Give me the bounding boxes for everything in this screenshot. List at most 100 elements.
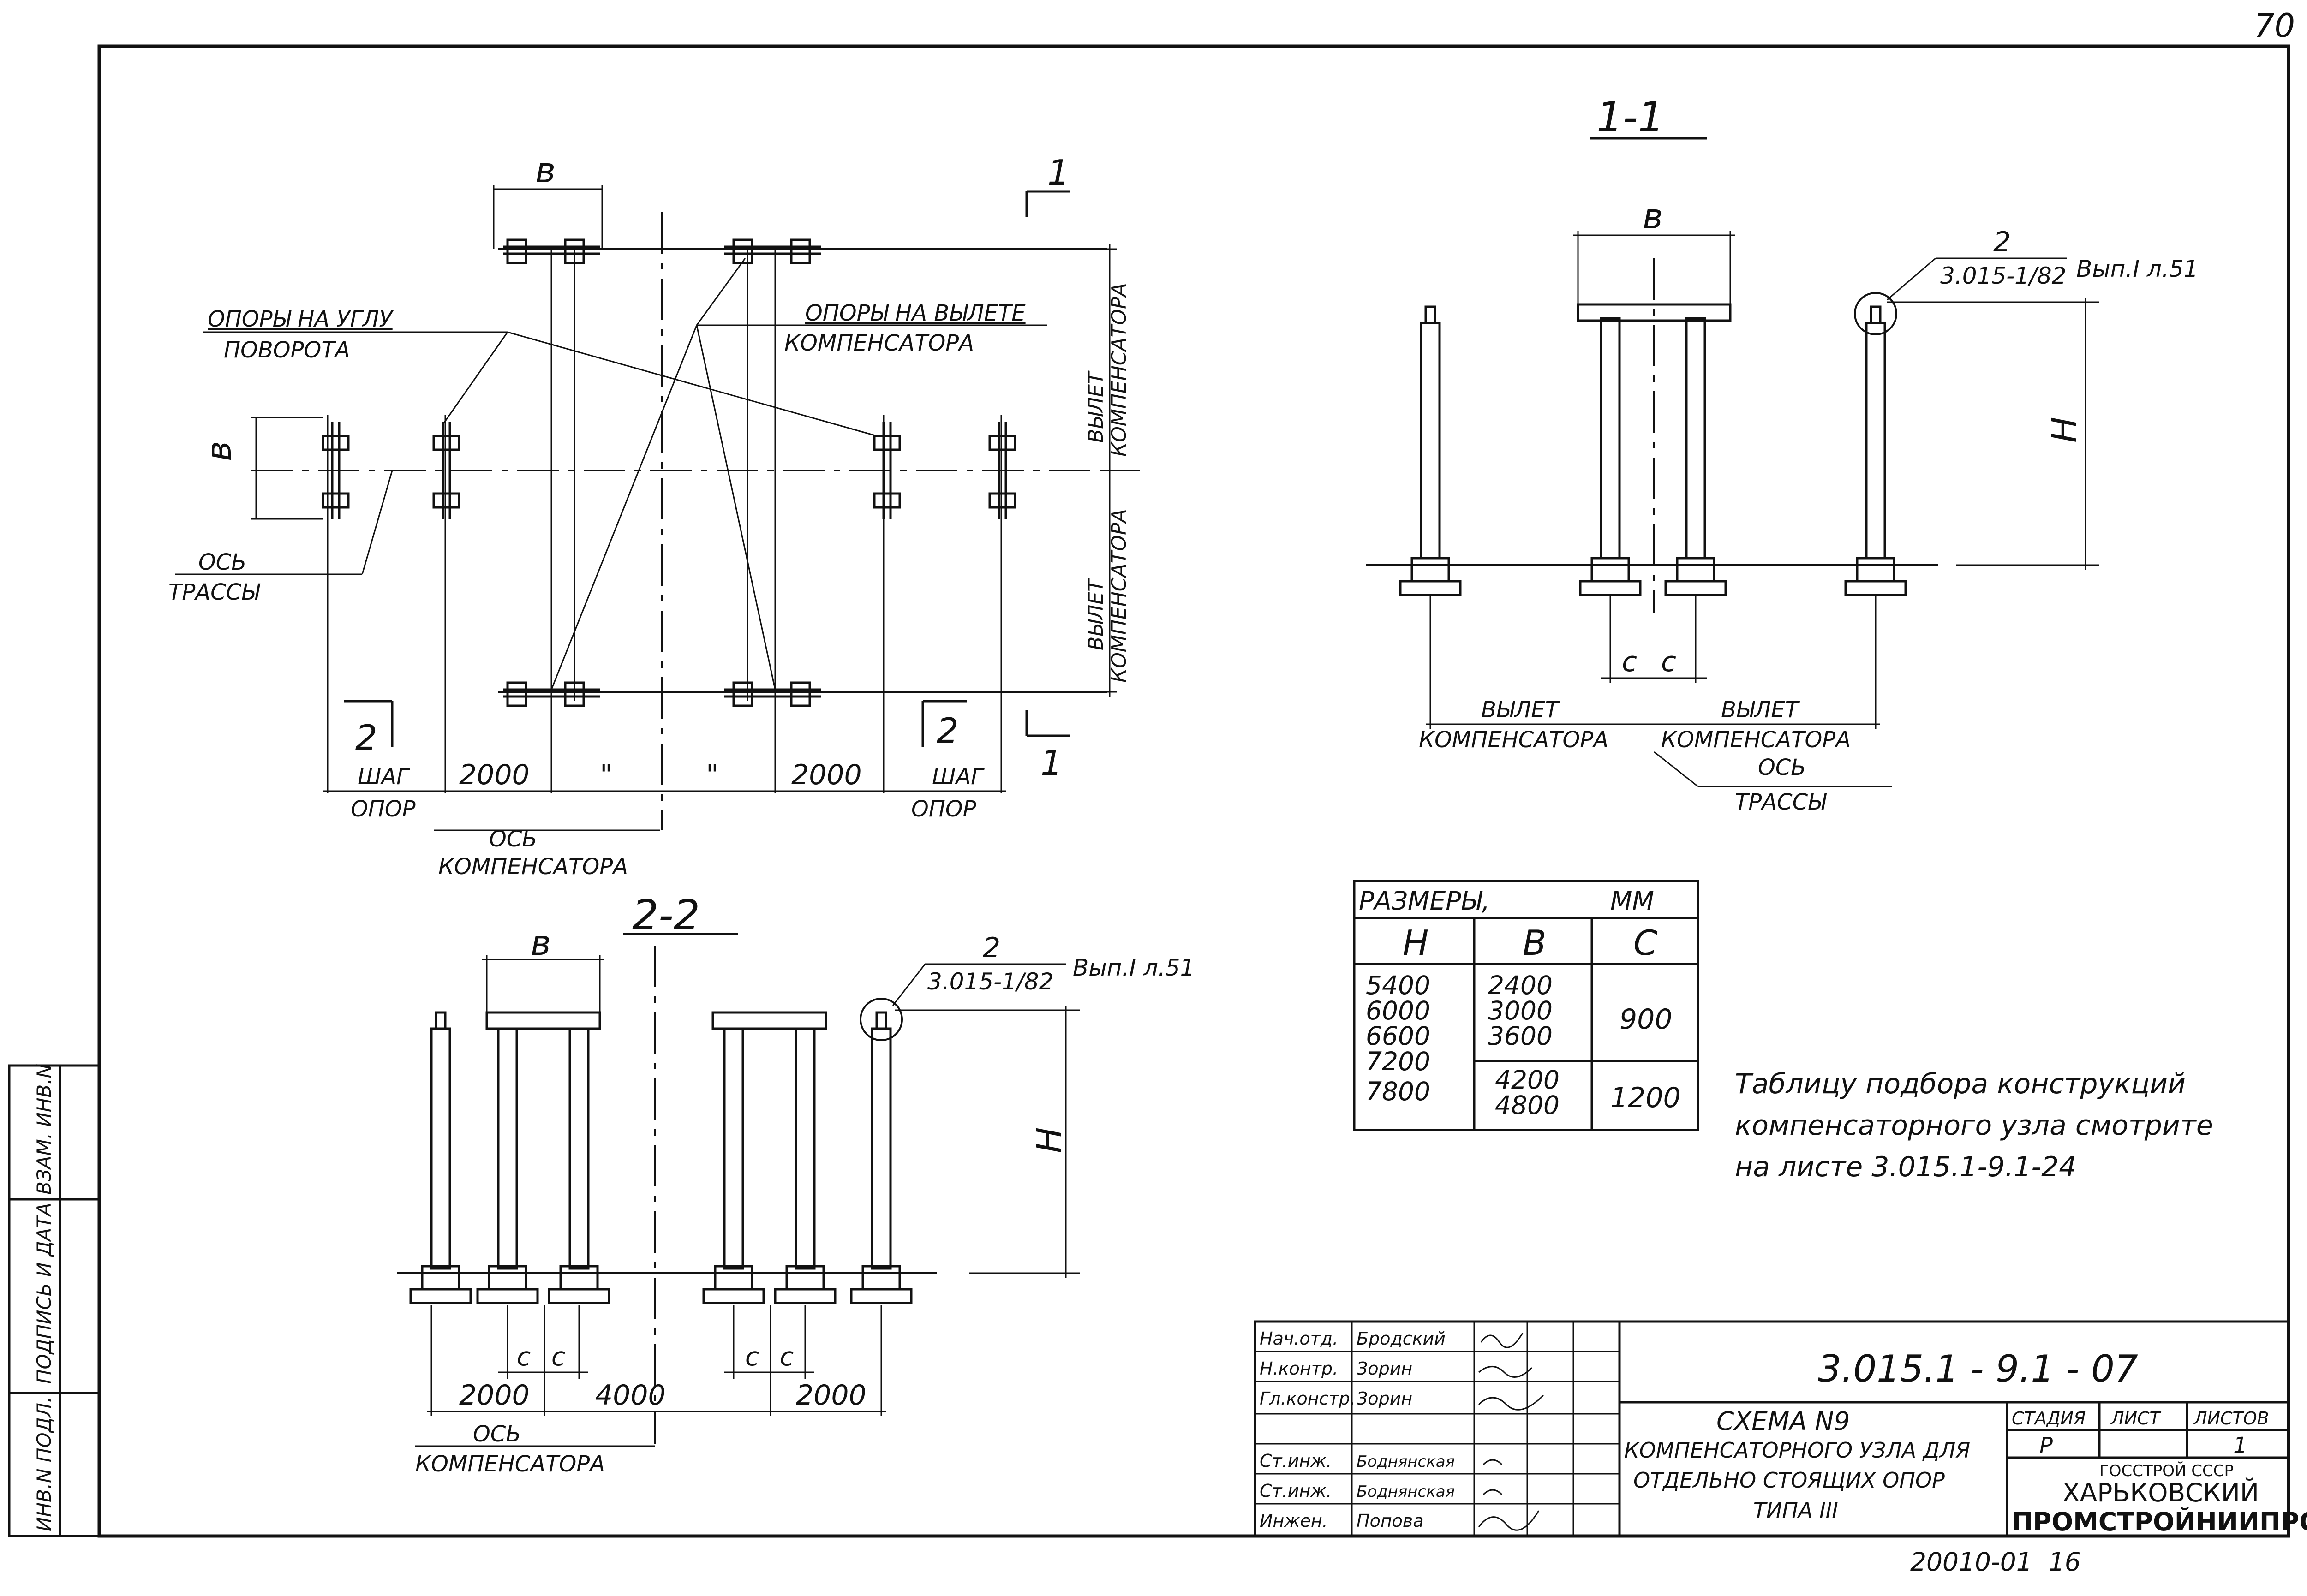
dim-2000-left: 2000	[459, 759, 530, 791]
support-pair-bottom-right	[724, 681, 821, 707]
s22-comp-axis-2: КОМПЕНСАТОРА	[415, 1451, 605, 1477]
size-table-b-4: 4200	[1495, 1065, 1560, 1095]
s11-callout-ext: Вып.I л.51	[2076, 256, 2198, 282]
note-line-2: компенсаторного узла смотрите	[1735, 1109, 2213, 1142]
note-line-1: Таблицу подбора конструкций	[1735, 1068, 2186, 1100]
title-block: Нач.отд. Бродский Н.контр. Зорин Гл.конс…	[1254, 1320, 2307, 1537]
size-table-b-3: 3600	[1488, 1021, 1553, 1051]
s22-dim-c-r1: c	[745, 1342, 759, 1371]
note-line-3: на листе 3.015.1-9.1-24	[1735, 1151, 2076, 1183]
tb-stage: Р	[2039, 1433, 2053, 1459]
s11-route-axis-2: ТРАССЫ	[1735, 789, 1827, 815]
s11-offset-left-2: КОМПЕНСАТОРА	[1419, 727, 1608, 753]
s22-dim-h: H	[1029, 1127, 1070, 1153]
tb-name-2: Зорин	[1357, 1358, 1412, 1379]
label-offset-upper-2: КОМПЕНСАТОРА	[1107, 283, 1131, 457]
tb-name-1: Бродский	[1357, 1328, 1446, 1349]
section-mark-2-right: 2	[937, 710, 959, 751]
side-stamp-2: ПОДПИСЬ И ДАТА	[33, 1203, 55, 1384]
tb-name-6: Боднянская	[1357, 1483, 1455, 1501]
label-offset-lower-1: ВЫЛЕТ	[1084, 578, 1108, 650]
size-table-b-5: 4800	[1495, 1090, 1560, 1120]
tb-sheet-title-1: СХЕМА N9	[1716, 1406, 1850, 1436]
dim-ditto-2: "	[706, 759, 719, 791]
section-mark-1-top: 1	[1047, 152, 1070, 193]
s22-callout-num: 2	[983, 932, 1000, 964]
dim-pitch-right-2: ОПОР	[911, 796, 976, 822]
size-table-c-1: 900	[1620, 1003, 1673, 1036]
note: Таблицу подбора конструкций компенсаторн…	[1735, 1068, 2213, 1183]
s11-callout-ref: 3.015-1/82	[1940, 262, 2066, 289]
s11-dim-c-1: c	[1622, 646, 1637, 678]
size-table-header-c: C	[1633, 923, 1658, 963]
tb-role-7: Инжен.	[1260, 1511, 1328, 1531]
side-stamp-1: ИНВ.N ПОДЛ.	[33, 1397, 55, 1531]
s22-dim-c-l1: c	[517, 1342, 531, 1371]
s22-callout-ext: Вып.I л.51	[1073, 954, 1195, 981]
section-2-2: 2-2 в	[397, 891, 1195, 1477]
s22-dim-c-r2: c	[780, 1342, 794, 1371]
label-comp-axis-1: ОСЬ	[489, 826, 537, 852]
dim-pitch-right-1: ШАГ	[932, 764, 985, 790]
s22-dim-2000-left: 2000	[459, 1379, 530, 1411]
section-2-2-title: 2-2	[632, 891, 700, 940]
tb-role-6: Ст.инж.	[1260, 1481, 1332, 1501]
tb-stage-label: СТАДИЯ	[2012, 1408, 2086, 1429]
s11-route-axis-1: ОСЬ	[1758, 755, 1806, 780]
label-route-axis-2: ТРАССЫ	[168, 579, 261, 605]
s22-dim-c-l2: c	[551, 1342, 565, 1371]
label-offset-upper-1: ВЫЛЕТ	[1084, 370, 1108, 443]
label-corner-supports-2: ПОВОРОТА	[224, 337, 350, 363]
support-pair-route-3	[873, 422, 901, 519]
label-comp-axis-2: КОМПЕНСАТОРА	[438, 854, 628, 880]
sheet-corner-number: 70	[2254, 7, 2295, 45]
size-table: РАЗМЕРЫ, ММ H В C 5400 6000 6600 7200 78…	[1353, 880, 1699, 1131]
tb-role-5: Ст.инж.	[1260, 1451, 1332, 1471]
s11-offset-right-2: КОМПЕНСАТОРА	[1661, 727, 1851, 753]
label-offset-supports-2: КОМПЕНСАТОРА	[784, 330, 974, 356]
s22-comp-axis-1: ОСЬ	[473, 1421, 521, 1447]
label-route-axis-1: ОСЬ	[198, 549, 246, 575]
section-1-1-title: 1-1	[1596, 93, 1664, 142]
tb-doc-code: 3.015.1 - 9.1 - 07	[1818, 1347, 2138, 1390]
size-table-b-2: 3000	[1488, 996, 1553, 1025]
tb-sheet-title-3: ОТДЕЛЬНО СТОЯЩИХ ОПОР	[1633, 1468, 1945, 1493]
dim-2000-right: 2000	[791, 759, 862, 791]
tb-sheets: 1	[2233, 1433, 2247, 1459]
footer-number: 20010-01 16	[1910, 1547, 2081, 1577]
s11-offset-left-1: ВЫЛЕТ	[1481, 697, 1560, 723]
s22-dim-4000: 4000	[595, 1379, 666, 1411]
support-pair-route-4	[988, 422, 1016, 519]
side-stamp-3: ВЗАМ. ИНВ.N	[33, 1064, 55, 1195]
s22-dim-b: в	[531, 923, 551, 963]
section-1-1: 1-1 в	[1366, 93, 2198, 815]
size-table-b-1: 2400	[1488, 971, 1553, 1000]
label-corner-supports-1: ОПОРЫ НА УГЛУ	[208, 306, 394, 332]
signatures	[1478, 1333, 1544, 1531]
section-mark-2-left: 2	[355, 717, 377, 758]
tb-org-3: ПРОМСТРОЙНИИПРОЕКТ	[2012, 1507, 2307, 1536]
tb-name-7: Попова	[1357, 1511, 1424, 1531]
section-mark-1-bottom: 1	[1040, 743, 1063, 783]
plan-dim-b-left: в	[198, 441, 239, 461]
size-table-header-h: H	[1403, 923, 1428, 963]
support-pair-top-right	[724, 238, 821, 264]
tb-name-5: Боднянская	[1357, 1453, 1455, 1471]
support-pair-route-2	[432, 422, 460, 519]
size-table-h-5: 7800	[1366, 1077, 1430, 1106]
tb-sheet-title-2: КОМПЕНСАТОРНОГО УЗЛА ДЛЯ	[1624, 1438, 1970, 1463]
size-table-h-3: 6600	[1366, 1021, 1430, 1051]
s22-dim-2000-right: 2000	[796, 1379, 867, 1411]
tb-org-2: ХАРЬКОВСКИЙ	[2062, 1477, 2259, 1507]
tb-role-1: Нач.отд.	[1260, 1328, 1338, 1349]
s22-callout-ref: 3.015-1/82	[927, 968, 1053, 995]
dim-ditto-1: "	[600, 759, 613, 791]
tb-name-3: Зорин	[1357, 1388, 1412, 1409]
sheet-frame	[97, 44, 2290, 1538]
s11-dim-h: H	[2044, 417, 2085, 443]
s11-dim-c-2: c	[1661, 646, 1676, 678]
tb-sheets-label: ЛИСТОВ	[2193, 1408, 2269, 1429]
support-pair-top-left	[503, 238, 600, 264]
label-offset-lower-2: КОМПЕНСАТОРА	[1107, 509, 1131, 683]
